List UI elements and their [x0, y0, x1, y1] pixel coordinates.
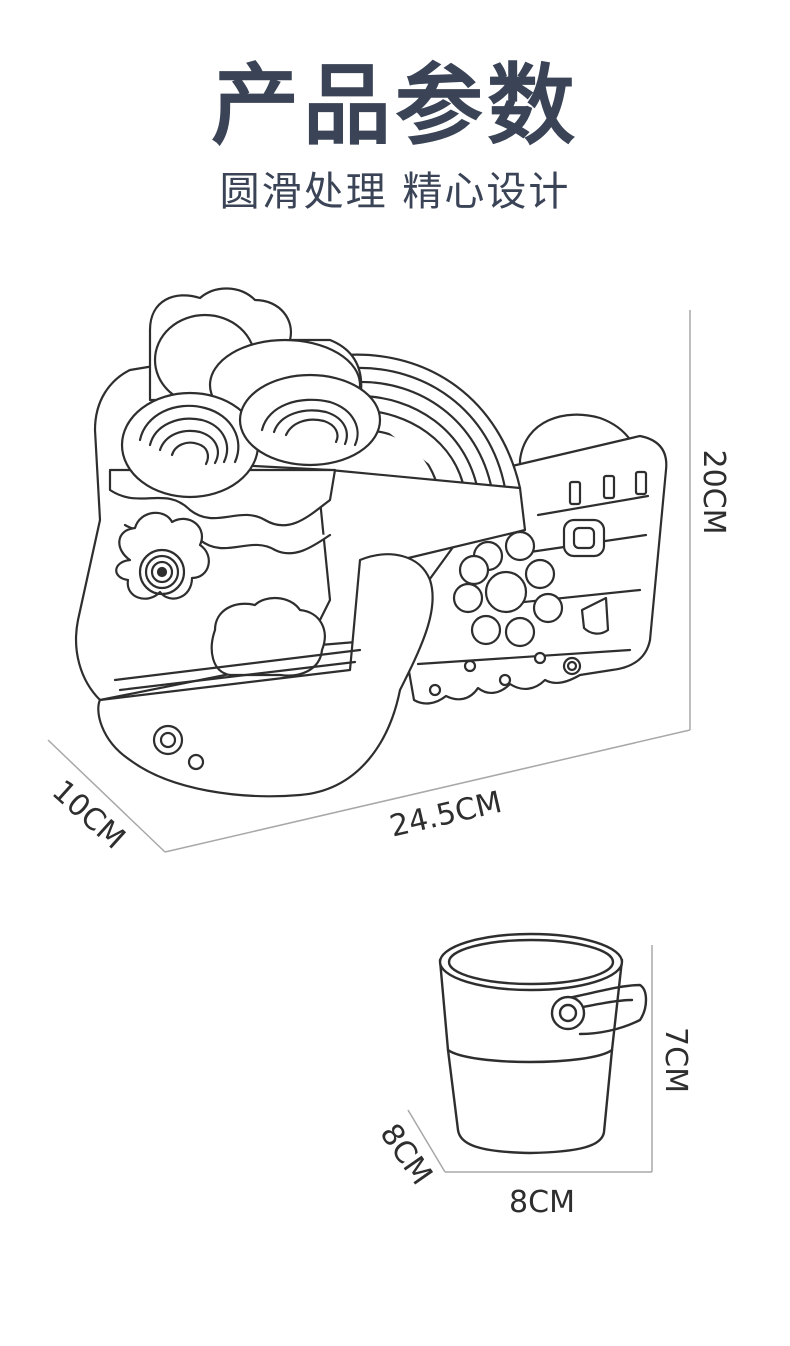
cup-width-label: 8CM: [509, 1185, 575, 1220]
toy-illustration: [74, 287, 668, 798]
flower-left: [115, 511, 210, 600]
page-subtitle: 圆滑处理 精心设计: [219, 169, 571, 215]
cup-depth-label: 8CM: [373, 1118, 439, 1192]
page-title: 产品参数: [210, 54, 579, 157]
toy-height-label: 20CM: [696, 449, 731, 534]
swirl-left: [120, 391, 260, 499]
swirl-right: [238, 373, 382, 467]
toy-dimension-lines: [47, 310, 691, 853]
cup-height-label: 7CM: [658, 1027, 693, 1093]
cup-illustration: [438, 932, 648, 1155]
toy-depth-label: 10CM: [45, 773, 132, 856]
cup-dimension-lines: [407, 945, 653, 1173]
toy-width-label: 24.5CM: [387, 785, 506, 845]
